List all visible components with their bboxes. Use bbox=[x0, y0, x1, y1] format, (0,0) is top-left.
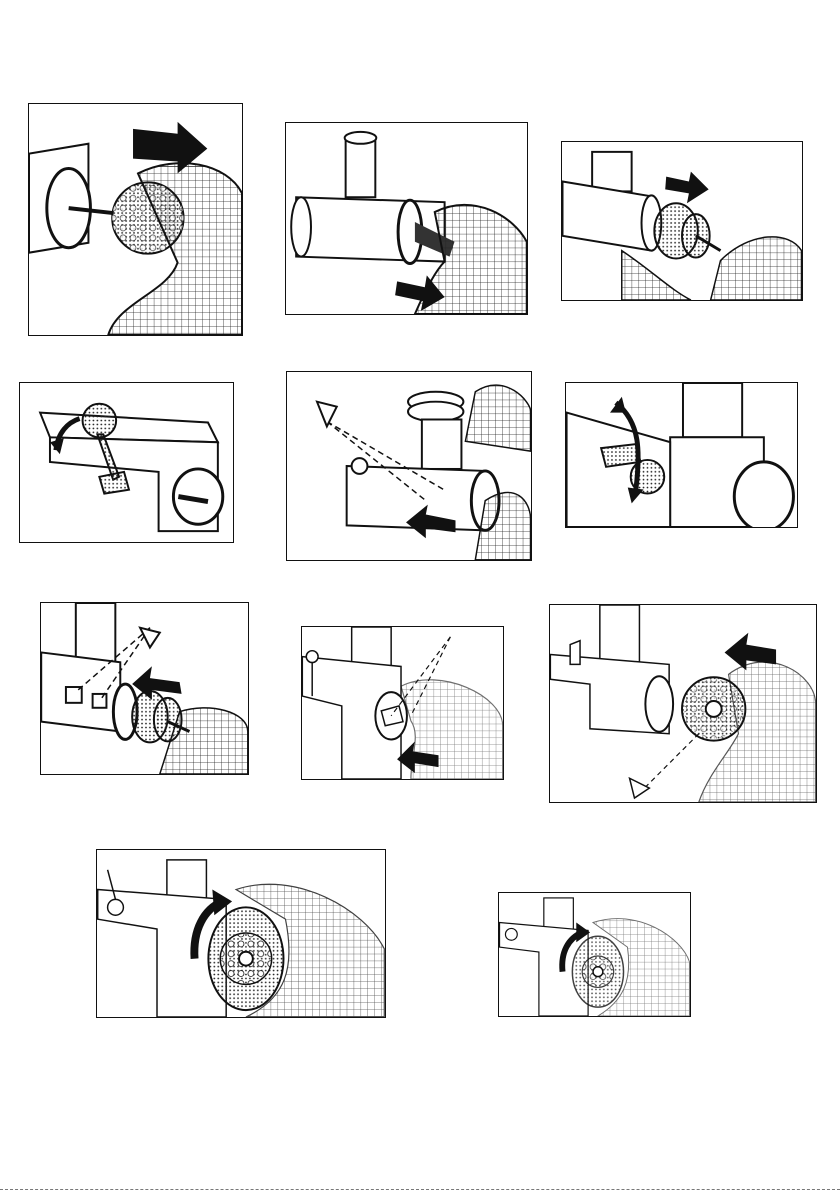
grinder-lever-lift-icon bbox=[20, 383, 233, 542]
grinder-tighten-ring-large-icon bbox=[97, 850, 385, 1017]
illustration-step-11 bbox=[498, 892, 691, 1017]
illustration-step-9 bbox=[549, 604, 817, 803]
grinder-insert-screw-icon bbox=[41, 603, 248, 774]
grinder-remove-blade-icon bbox=[562, 142, 802, 300]
page-bottom-rule bbox=[0, 1189, 840, 1190]
illustration-step-10 bbox=[96, 849, 386, 1018]
grinder-head-insert-icon bbox=[287, 372, 531, 560]
illustration-step-5 bbox=[286, 371, 532, 561]
grinder-insert-blade-icon bbox=[302, 627, 503, 779]
illustration-step-8 bbox=[301, 626, 504, 780]
grinder-remove-screw-icon bbox=[286, 123, 527, 314]
grinder-lever-lock-icon bbox=[566, 383, 797, 527]
grinder-insert-plate-icon bbox=[550, 605, 816, 802]
grinder-tighten-ring-small-icon bbox=[499, 893, 690, 1016]
illustration-step-1 bbox=[28, 103, 243, 336]
illustration-step-4 bbox=[19, 382, 234, 543]
illustration-step-6 bbox=[565, 382, 798, 528]
illustration-step-3 bbox=[561, 141, 803, 301]
illustration-step-2 bbox=[285, 122, 528, 315]
grinder-remove-plate-icon bbox=[29, 104, 242, 335]
illustration-step-7 bbox=[40, 602, 249, 775]
